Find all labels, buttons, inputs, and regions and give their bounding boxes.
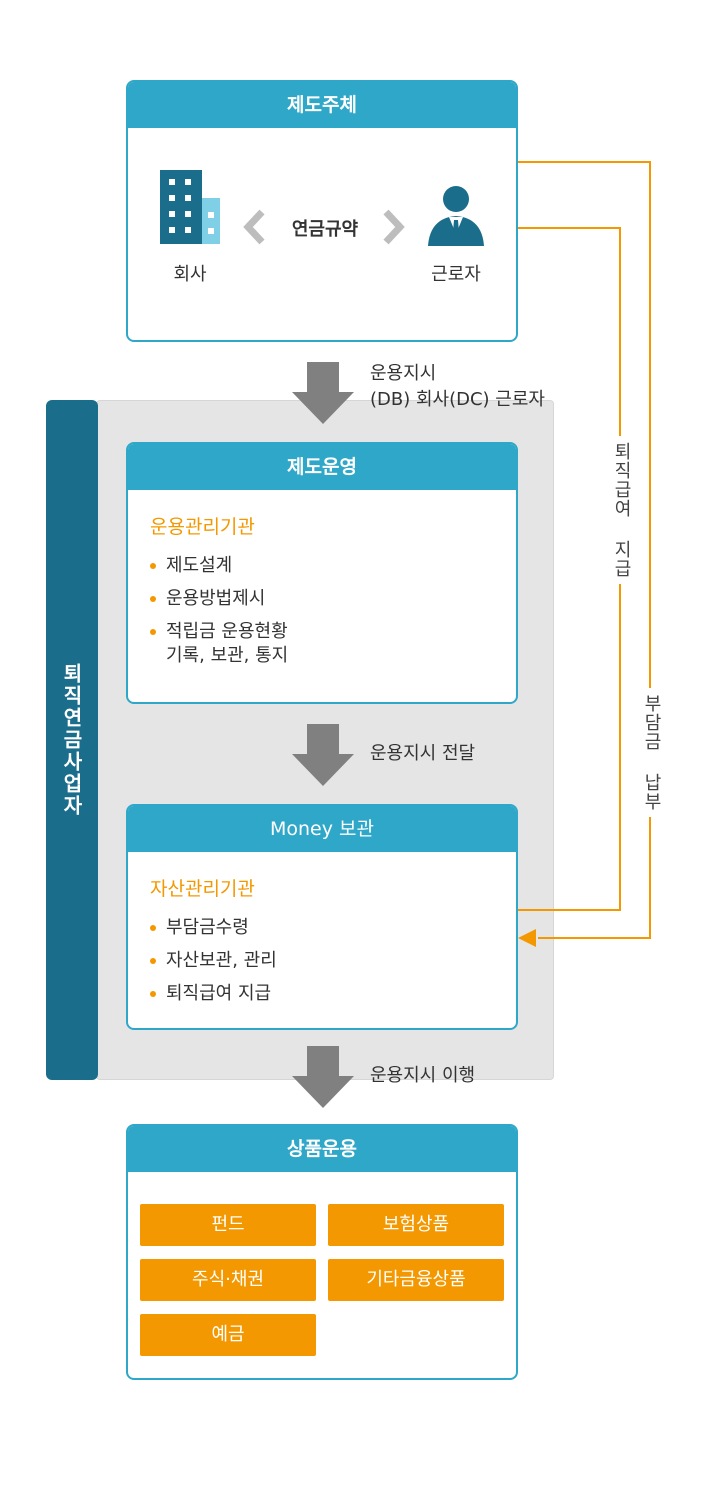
list-item: 자산보관, 관리	[148, 949, 277, 973]
chevron-left-icon	[243, 209, 265, 245]
contribution-arrowhead	[518, 929, 536, 947]
box-title: Money 보관	[128, 806, 516, 852]
box-title: 상품운용	[128, 1126, 516, 1172]
pension-provider-label: 퇴직연금사업자	[46, 400, 98, 1080]
worker-label: 근로자	[431, 264, 481, 285]
payout-line	[505, 227, 621, 911]
box-title: 제도운영	[128, 444, 516, 490]
product-insurance: 보험상품	[328, 1204, 504, 1246]
list-item: 부담금수령	[148, 916, 277, 940]
down-arrow-1	[292, 362, 354, 424]
product-operation-box: 상품운용 펀드 보험상품 주식·채권 기타금융상품 예금	[126, 1124, 518, 1380]
worker-icon	[428, 186, 484, 246]
institution-subject-box: 제도주체	[126, 80, 518, 342]
product-fund: 펀드	[140, 1204, 316, 1246]
company-label: 회사	[173, 264, 207, 285]
list-item: 제도설계	[148, 554, 288, 578]
list-item: 적립금 운용현황 기록, 보관, 통지	[148, 620, 288, 668]
money-org-title: 자산관리기관	[150, 878, 255, 900]
product-deposit: 예금	[140, 1314, 316, 1356]
down-arrow-2	[292, 724, 354, 786]
money-list: 부담금수령 자산보관, 관리 퇴직급여 지급	[148, 916, 277, 1015]
flow3-label: 운용지시 이행	[370, 1065, 476, 1086]
box-title: 제도주체	[128, 82, 516, 128]
list-item: 운용방법제시	[148, 587, 288, 611]
flow2-label: 운용지시 전달	[370, 743, 476, 764]
contract-label: 연금규약	[291, 219, 359, 240]
money-custody-box: Money 보관 자산관리기관 부담금수령 자산보관, 관리 퇴직급여 지급	[126, 804, 518, 1030]
product-stocks-bonds: 주식·채권	[140, 1259, 316, 1301]
operation-box: 제도운영 운용관리기관 제도설계 운용방법제시 적립금 운용현황 기록, 보관,…	[126, 442, 518, 704]
down-arrow-3	[292, 1046, 354, 1108]
building-icon	[160, 170, 220, 244]
operation-org-title: 운용관리기관	[150, 516, 255, 538]
flow1-line1: 운용지시	[370, 363, 437, 384]
flow1-line2: (DB) 회사(DC) 근로자	[370, 389, 545, 410]
contribution-label: 부담금 납부	[638, 688, 664, 817]
product-other-financial: 기타금융상품	[328, 1259, 504, 1301]
operation-list: 제도설계 운용방법제시 적립금 운용현황 기록, 보관, 통지	[148, 554, 288, 677]
list-item: 퇴직급여 지급	[148, 982, 277, 1006]
chevron-right-icon	[383, 209, 405, 245]
payout-label: 퇴직급여 지급	[608, 436, 634, 584]
